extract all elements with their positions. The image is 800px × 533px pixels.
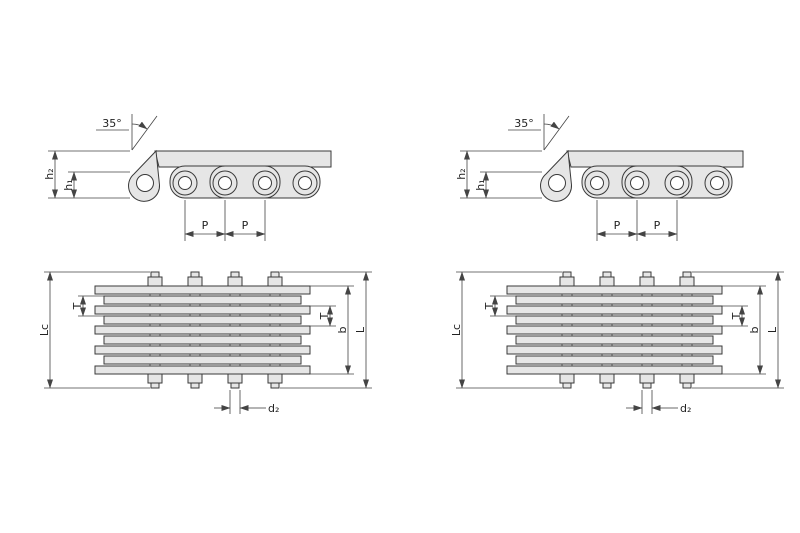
chain-rail: [154, 150, 332, 168]
pin: [218, 176, 232, 190]
pin-head-nub: [270, 382, 280, 389]
plate-row: [103, 295, 302, 305]
pin-head: [227, 373, 243, 384]
pin-head-nub: [190, 382, 200, 389]
chain-side-profile: [128, 149, 332, 202]
assembly-right: [450, 114, 784, 415]
angle-edge-line: [131, 115, 158, 151]
angle-arc-arrow: [131, 121, 148, 130]
l-label: L: [354, 326, 367, 333]
pin-head: [267, 373, 283, 384]
lc-label: Lc: [38, 324, 51, 336]
plate-row: [94, 285, 311, 295]
pin-head: [187, 276, 203, 287]
pin: [178, 176, 192, 190]
t-label: T: [71, 302, 84, 310]
pin-head-nub: [230, 382, 240, 389]
pin-head: [227, 276, 243, 287]
pin: [298, 176, 312, 190]
angle-label: 35°: [102, 117, 122, 130]
h1-label: h₁: [62, 179, 75, 190]
t-label: T: [318, 312, 331, 320]
dim-l: L: [280, 271, 372, 389]
side-view: 35° h₂ h₁ P P: [43, 114, 332, 241]
pin-head: [267, 276, 283, 287]
plate-row: [103, 355, 302, 365]
pin-head: [187, 373, 203, 384]
dim-h2: h₂: [43, 150, 130, 199]
pin-head: [147, 373, 163, 384]
pin-head-nub: [230, 271, 240, 278]
pin-head-nub: [150, 271, 160, 278]
dim-h1: h₁: [62, 171, 130, 199]
dim-lc: Lc: [38, 271, 150, 389]
plate-stack: [94, 285, 311, 375]
dim-t-right: T: [310, 305, 336, 327]
pin: [258, 176, 272, 190]
angle-callout: 35°: [96, 114, 158, 151]
b-label: b: [336, 326, 349, 333]
dim-d2: d₂: [214, 390, 279, 415]
pin-head-nub: [150, 382, 160, 389]
dim-pitch: P P: [184, 200, 266, 241]
d2-label: d₂: [268, 402, 279, 415]
plate-row: [103, 335, 302, 345]
plate-row: [94, 345, 311, 355]
end-link-hole: [136, 174, 154, 192]
plate-row: [94, 305, 311, 315]
plate-row: [103, 315, 302, 325]
h2-label: h₂: [43, 168, 56, 179]
plate-row: [94, 325, 311, 335]
pitch-label: P: [202, 219, 209, 232]
pitch-label: P: [242, 219, 249, 232]
dim-t-left: T: [71, 295, 104, 317]
pin-head: [147, 276, 163, 287]
plan-view: Lc T T b: [38, 271, 372, 415]
assembly-left: 35° h₂ h₁ P P: [38, 114, 372, 415]
plate-row: [94, 365, 311, 375]
pin-head-nub: [190, 271, 200, 278]
pin-head-nub: [270, 271, 280, 278]
dim-b: b: [310, 285, 354, 375]
